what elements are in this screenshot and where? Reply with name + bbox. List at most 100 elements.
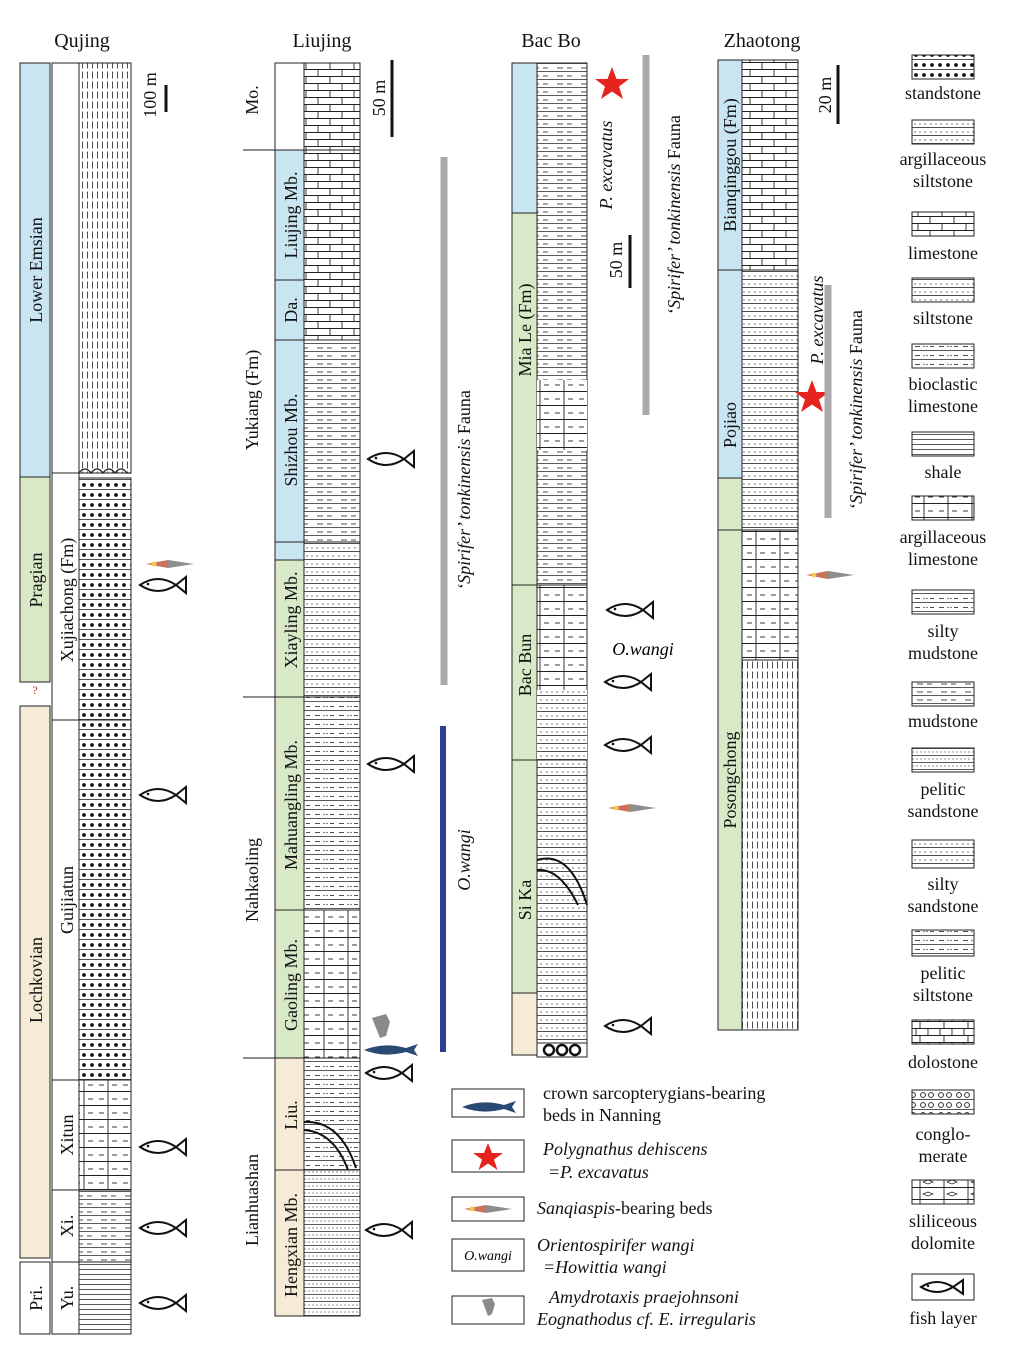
- legend-sarc-line1: crown sarcopterygians-bearing: [543, 1083, 765, 1103]
- conodont-icon: [482, 1298, 495, 1316]
- mb-shizhou-label: Shizhou Mb.: [281, 393, 301, 486]
- legend-label-fish: fish layer: [909, 1308, 976, 1328]
- fish-icon: [364, 1219, 413, 1241]
- fm-yukiang-label: Yukiang (Fm): [242, 350, 263, 451]
- fm-pojiao-label: Pojiao: [720, 402, 740, 448]
- fm-guijiatun-box: [51, 719, 80, 1081]
- fauna-italic: ‘Spirifer’ tonkinensis: [664, 164, 684, 315]
- mb-liujing-label: Liujing Mb.: [281, 171, 301, 258]
- bacbo-title: Bac Bo: [521, 30, 580, 52]
- legend-amydrotaxis-line2: Eognathodus cf. E. irregularis: [536, 1309, 756, 1329]
- legend-sanqiaspis-rest: -bearing beds: [615, 1198, 712, 1218]
- legend-label-pelsand-1: pelitic: [921, 779, 966, 799]
- qujing-title: Qujing: [54, 30, 110, 52]
- lith-bb-cong: [536, 1042, 588, 1058]
- legend-label-dolostone: dolostone: [908, 1052, 978, 1072]
- stage-pragian-box: [19, 476, 51, 683]
- lith-lj-8: [303, 1169, 361, 1317]
- fm-mo-label: Mo.: [242, 85, 262, 115]
- zhaotong-pragian-band: [717, 477, 743, 1031]
- legend-swatch-shale: [911, 431, 975, 457]
- zhaotong-p-excavatus: P. excavatus: [807, 276, 827, 366]
- mb-hengxian-label: Hengxian Mb.: [281, 1193, 301, 1297]
- legend-polygnathus-line1: Polygnathus dehiscens: [542, 1139, 707, 1159]
- lith-lj-3: [303, 339, 361, 543]
- legend-label-mudstone: mudstone: [908, 711, 978, 731]
- fish-icon: [366, 448, 415, 470]
- lith-zt-4: [741, 659, 799, 1031]
- mb-da-label: Da.: [281, 297, 301, 323]
- liujing-title: Liujing: [293, 30, 352, 52]
- fish-icon: [366, 753, 415, 775]
- fish-icon: [138, 1136, 187, 1158]
- cross-bed-bb: [536, 857, 588, 906]
- fauna-italic: ‘Spirifer’ tonkinensis: [454, 439, 474, 590]
- fish-icon: [364, 1062, 413, 1084]
- mb-mo-box: [274, 62, 305, 151]
- fm-lianhuashan-label: Lianhuashan: [242, 1154, 262, 1246]
- sarcopterygian-icon: [462, 1101, 516, 1113]
- fish-icon: [138, 1292, 187, 1314]
- bacbo-emsian-band: [511, 62, 538, 214]
- bacbo-p-excavatus: P. excavatus: [596, 121, 616, 211]
- legend-swatch-conglomerate: [911, 1089, 975, 1115]
- legend-swatch-bioclastic: [911, 343, 975, 369]
- stage-pridoli-box: [19, 1261, 51, 1335]
- liujing-pragian-band: [274, 559, 305, 1059]
- mb-xiayling-label: Xiayling Mb.: [281, 572, 301, 669]
- fish-symbols: [138, 448, 654, 1314]
- sarcopterygian-icon: [364, 1044, 418, 1056]
- qujing-column: Lower Emsian Pragian ? Lochkovian Pri. X…: [19, 62, 168, 1335]
- sanqiaspis-icon: [806, 571, 854, 579]
- fm-xi-box: [51, 1189, 80, 1263]
- lith-lj-4: [303, 541, 361, 698]
- legend-swatch-mudstone: [911, 681, 975, 707]
- fm-sika-label: Si Ka: [515, 880, 535, 921]
- sanqiaspis-icon: [464, 1205, 512, 1213]
- lith-zt-3: [741, 529, 799, 661]
- conodont-icon: [372, 1014, 390, 1038]
- legend-label-cong-2: merate: [919, 1146, 968, 1166]
- sanqiaspis-icon: [146, 560, 194, 568]
- lith-qj-6: [78, 1261, 132, 1335]
- legend-orientospirifer-line1: Orientospirifer wangi: [537, 1235, 695, 1255]
- bb-pebble-1: [542, 1043, 556, 1057]
- legend-label-bioclastic-2: limestone: [908, 396, 978, 416]
- bacbo-star: [595, 67, 629, 99]
- qujing-upper-unnamed: [51, 62, 80, 474]
- liujing-owangi-label: O.wangi: [454, 829, 474, 891]
- lith-lj-1: [303, 62, 361, 151]
- fm-guijiatun-label: Guijiatun: [57, 866, 77, 934]
- sanqiaspis-icon: [608, 804, 656, 812]
- lith-zt-2: [741, 269, 799, 531]
- fm-xitun-label: Xitun: [57, 1114, 77, 1155]
- legend-label-standstone: standstone: [905, 83, 981, 103]
- lith-qj-4: [78, 1079, 132, 1191]
- fm-bianqinggou-label: Bianqinggou (Fm): [720, 98, 741, 232]
- bacbo-fauna-label: ‘Spirifer’ tonkinensis Fauna: [664, 115, 684, 315]
- legend-owangi-boxtext: O.wangi: [464, 1249, 512, 1264]
- zhaotong-column: Bianqinggou (Fm) Pojiao Posongchong 20 m…: [717, 59, 866, 1031]
- legend-label-pelsilt-2: siltstone: [913, 985, 973, 1005]
- legend-label-argsilt-2: siltstone: [913, 171, 973, 191]
- legend-label-silidol-1: sliliceous: [909, 1211, 977, 1231]
- legend-swatch-standstone: [911, 54, 975, 80]
- zhaotong-star: [795, 380, 829, 412]
- legend-swatch-siltymud: [911, 589, 975, 615]
- zhaotong-title: Zhaotong: [724, 30, 801, 52]
- fish-icon: [603, 1015, 652, 1037]
- cross-bed-bb-2: [536, 868, 579, 906]
- symbol-legend: crown sarcopterygians-bearing beds in Na…: [451, 1083, 765, 1329]
- stage-lower-emsian-box: [19, 62, 51, 478]
- bacbo-lochkovian-band: [511, 992, 538, 1056]
- zhaotong-scale-label: 20 m: [815, 77, 835, 114]
- legend-label-siltymud-1: silty: [927, 621, 958, 641]
- fish-icon: [138, 784, 187, 806]
- bb-pebble-2: [555, 1043, 569, 1057]
- legend-swatch-pelsand: [911, 747, 975, 773]
